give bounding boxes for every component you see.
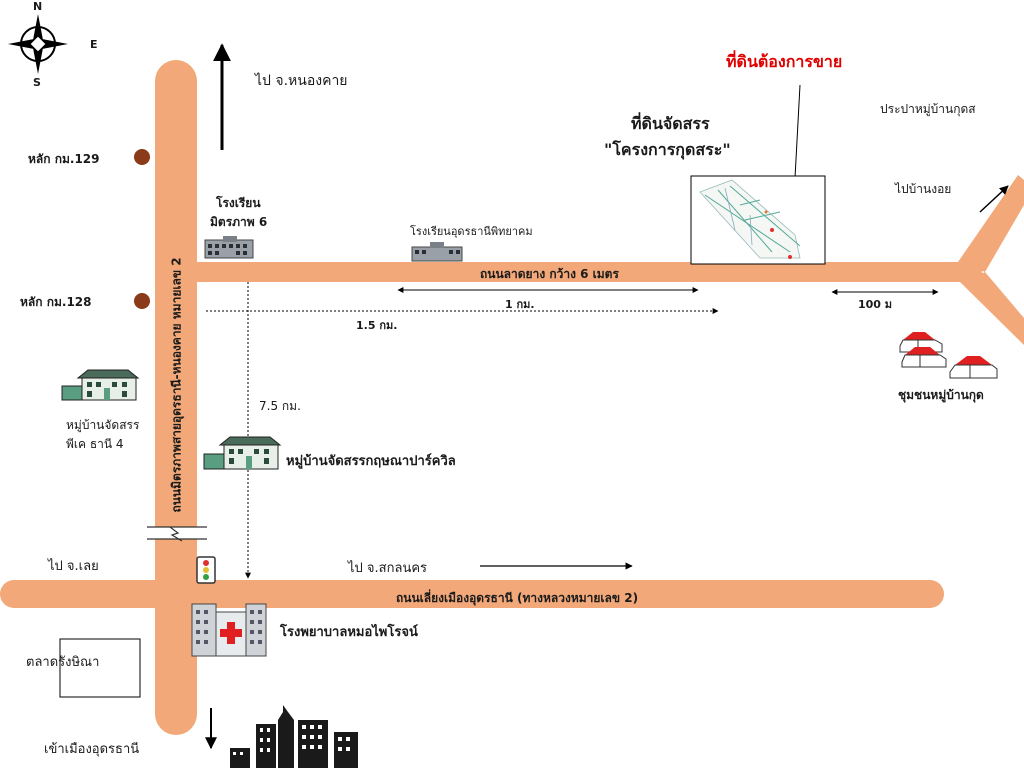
city-skyline-icon [230,705,358,768]
village-pk-house-icon [61,369,140,401]
school2-building-icon [411,242,463,262]
village-pk-label-line2: พีเค ธานี 4 [66,437,124,451]
ring-road [0,580,944,608]
to-ban-ngoi-label: ไปบ้านงอย [895,182,952,196]
school1-label-line2: มิตรภาพ 6 [210,215,268,229]
compass-rose-icon [8,14,68,74]
km128-label: หลัก กม.128 [20,295,92,309]
compass-e-label: E [90,38,98,51]
school1-building-icon [204,236,254,259]
dist-1km-label: 1 กม. [505,298,535,311]
hospital-building-icon [191,603,267,657]
traffic-light-icon [196,556,216,584]
to-nongkhai-label: ไป จ.หนองคาย [255,73,348,89]
dist-7-5km-label: 7.5 กม. [259,399,301,413]
dist-100m-label: 100 ม [858,298,893,311]
laterite-road [197,262,982,282]
market-area [59,638,141,698]
to-loei-label: ไป จ.เลย [48,559,99,574]
project-title: ที่ดินจัดสรร [631,114,710,133]
km129-label: หลัก กม.129 [28,152,100,166]
roads [0,60,1024,735]
main-highway-label: ถนนมิตรภาพสายอุดรธานี-หนองคาย หมายเลข 2 [169,257,184,513]
main-highway-road [155,60,197,735]
market-label: ตลาดรังษิณา [26,655,100,670]
branch-road-north [958,175,1024,272]
community-label: ชุมชนหมู่บ้านกุด [898,388,984,402]
hospital-label: โรงพยาบาลหมอไพโรจน์ [280,625,418,640]
km128-marker-icon [134,293,150,309]
dist-1-5km-label: 1.5 กม. [356,319,398,332]
ring-road-label: ถนนเลี่ยงเมืองอุดรธานี (ทางหลวงหมายเลข 2… [396,591,639,605]
target-land-label: ที่ดินต้องการขาย [726,52,843,71]
to-sakon-label: ไป จ.สกลนคร [348,561,428,576]
compass-s-label: S [33,76,41,89]
school2-label: โรงเรียนอุดรธานีพิทยาคม [410,225,533,238]
community-houses-icon [899,332,998,379]
compass-n-label: N [33,0,43,13]
ban-ngoi-arrow-icon [979,185,1009,213]
to-city-label: เข้าเมืองอุดรธานี [44,742,140,757]
village-pk-label-line1: หมู่บ้านจัดสรร [66,418,140,432]
water-supply-label: ประปาหมู่บ้านกุดส [880,102,976,116]
project-subtitle: "โครงการกุดสระ" [604,140,731,159]
school1-label-line1: โรงเรียน [216,196,261,210]
village-krit-label: หมู่บ้านจัดสรรกฤษณาปาร์ควิล [286,454,456,469]
laterite-road-label: ถนนลาดยาง กว้าง 6 เมตร [480,267,619,281]
target-callout-line [794,84,801,179]
land-plot-plan-icon [690,175,826,265]
km129-marker-icon [134,149,150,165]
branch-road-south [960,272,1024,345]
village-krit-house-icon [203,436,282,470]
